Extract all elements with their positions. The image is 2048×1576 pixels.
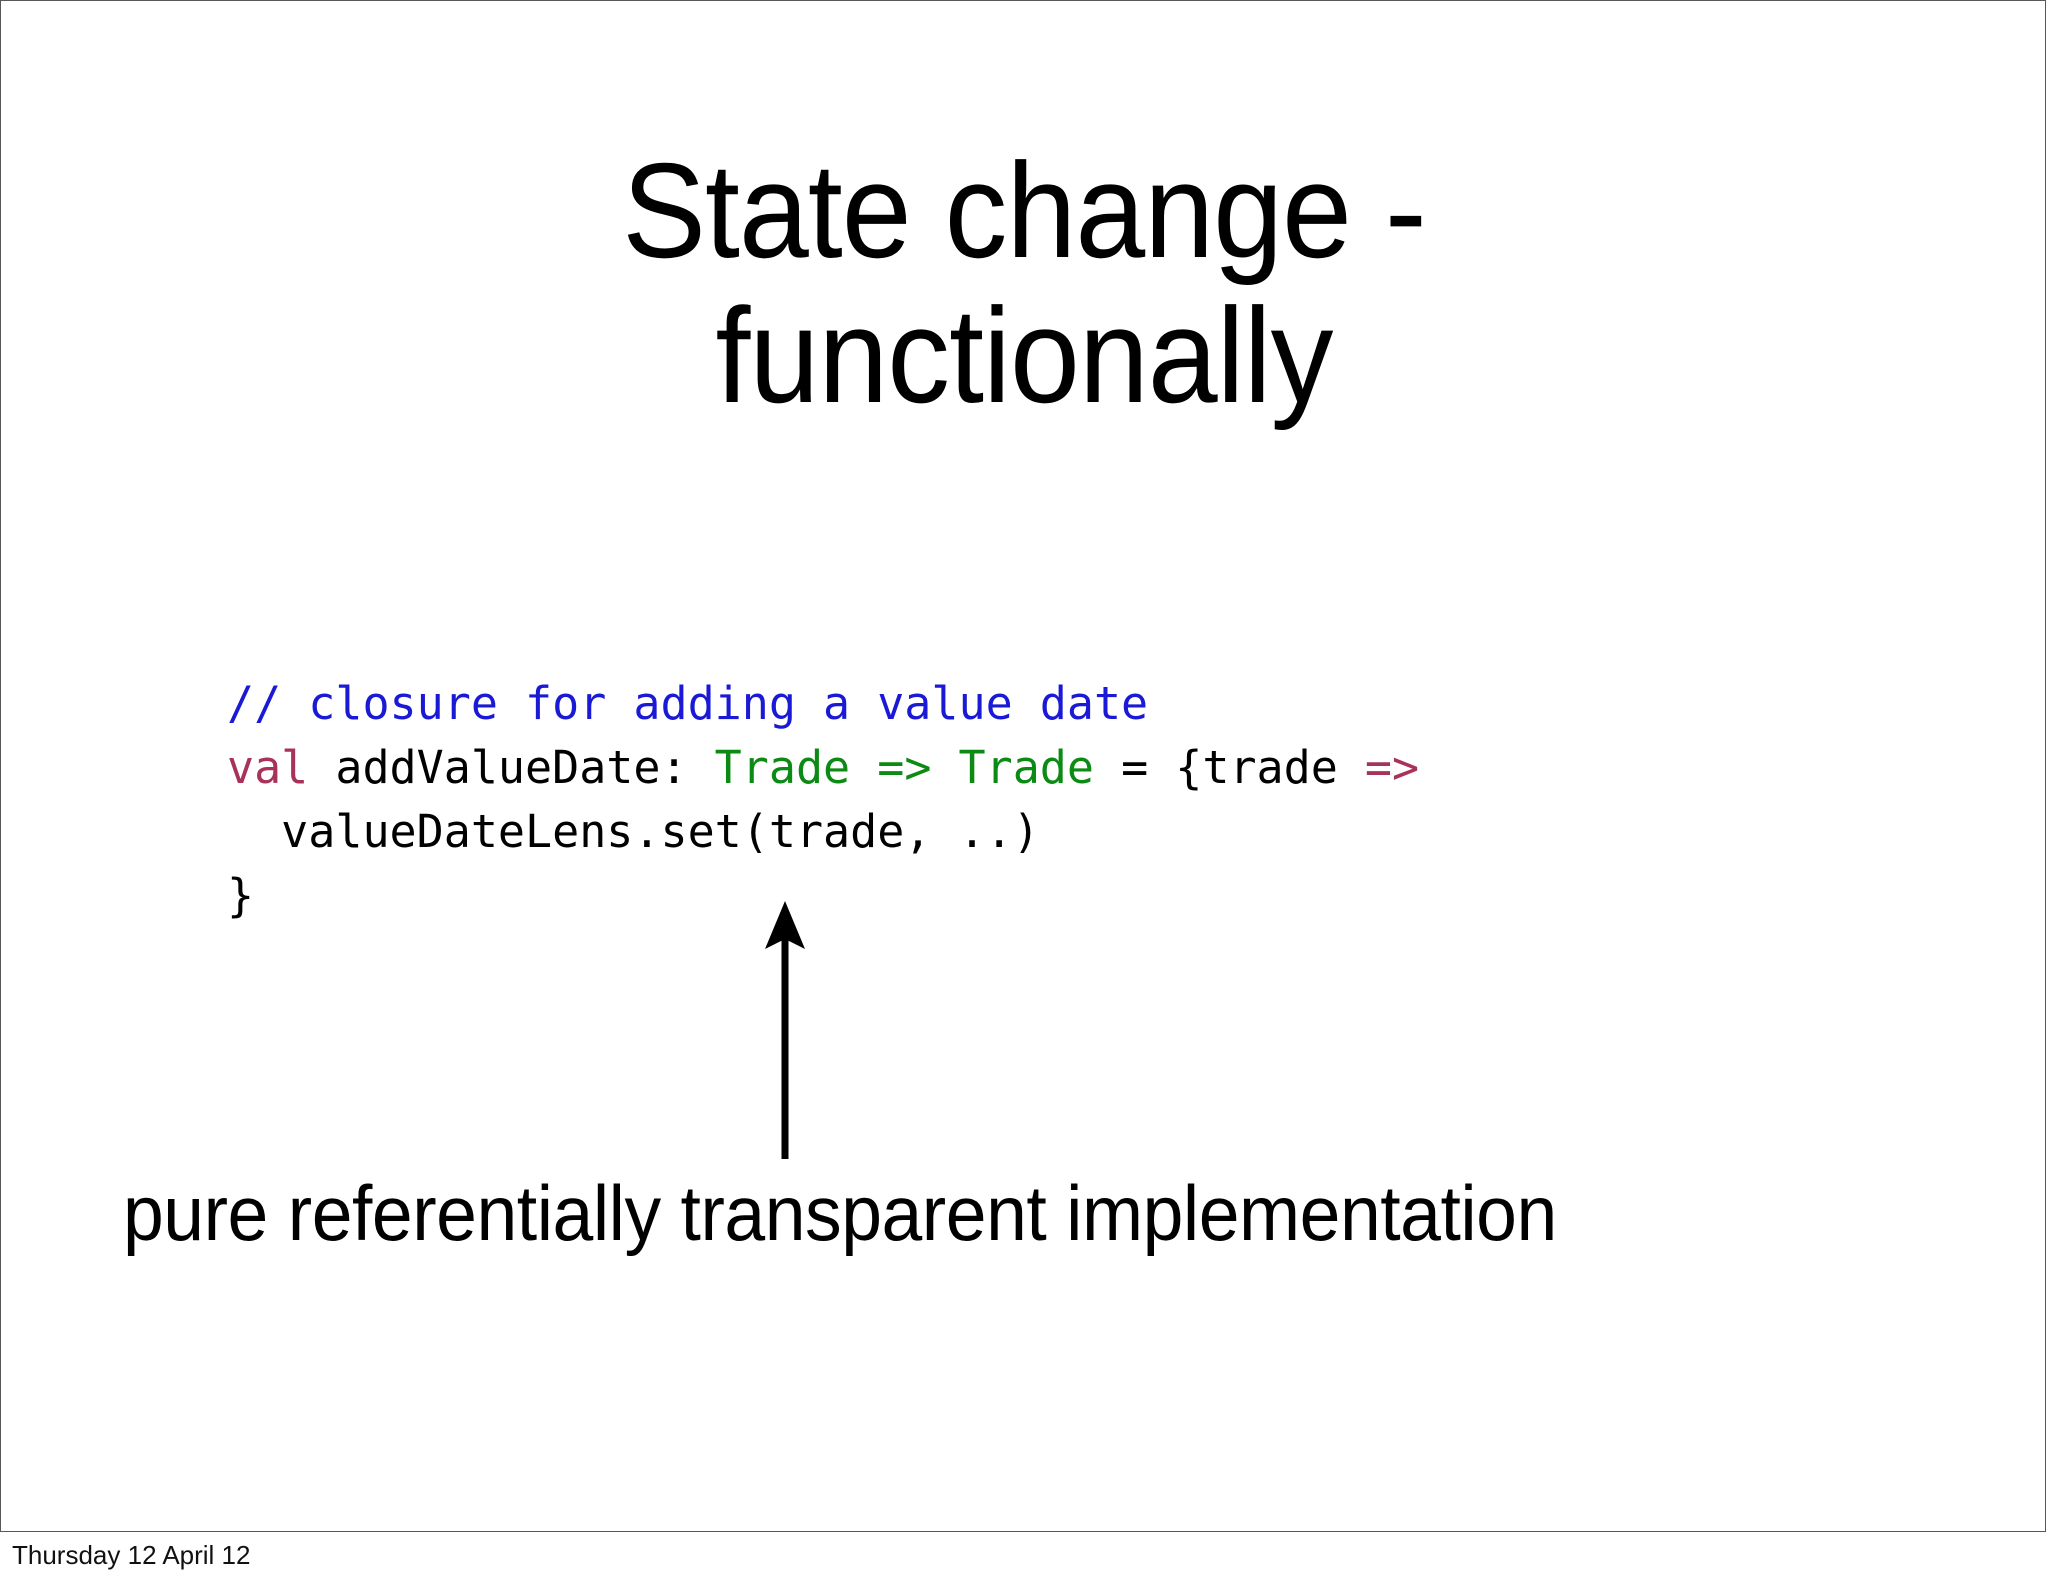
code-token-plain: } <box>227 869 255 922</box>
title-line-2: functionally <box>715 279 1334 431</box>
code-line-2: val addValueDate: Trade => Trade = {trad… <box>227 736 1419 800</box>
code-token-keyword: => <box>1364 741 1420 794</box>
code-token-type: Trade <box>714 741 851 794</box>
code-token-plain <box>931 741 958 794</box>
footer-date: Thursday 12 April 12 <box>12 1540 251 1570</box>
code-line-1: // closure for adding a value date <box>227 672 1419 736</box>
code-token-type: Trade <box>958 741 1094 794</box>
code-token-keyword: val <box>227 741 309 794</box>
title-line-1: State change - <box>622 135 1427 287</box>
slide-footer: Thursday 12 April 12 <box>0 1534 2048 1576</box>
code-token-plain: valueDateLens.set(trade, ..) <box>227 805 1040 858</box>
code-line-4: } <box>227 864 1419 928</box>
code-block: // closure for adding a value date val ad… <box>227 672 1419 928</box>
up-arrow-icon <box>765 901 805 1159</box>
caption-text: pure referentially transparent implement… <box>123 1169 1557 1257</box>
code-token-comment: // closure for adding a value date <box>227 677 1149 730</box>
slide-canvas: State change - functionally // closure f… <box>0 0 2046 1532</box>
code-token-plain <box>850 741 877 794</box>
code-token-plain: addValueDate: <box>308 741 715 794</box>
code-token-plain: = {trade <box>1093 741 1365 794</box>
code-line-3: valueDateLens.set(trade, ..) <box>227 800 1419 864</box>
code-token-type: => <box>877 741 932 794</box>
page-title: State change - functionally <box>73 139 1976 428</box>
